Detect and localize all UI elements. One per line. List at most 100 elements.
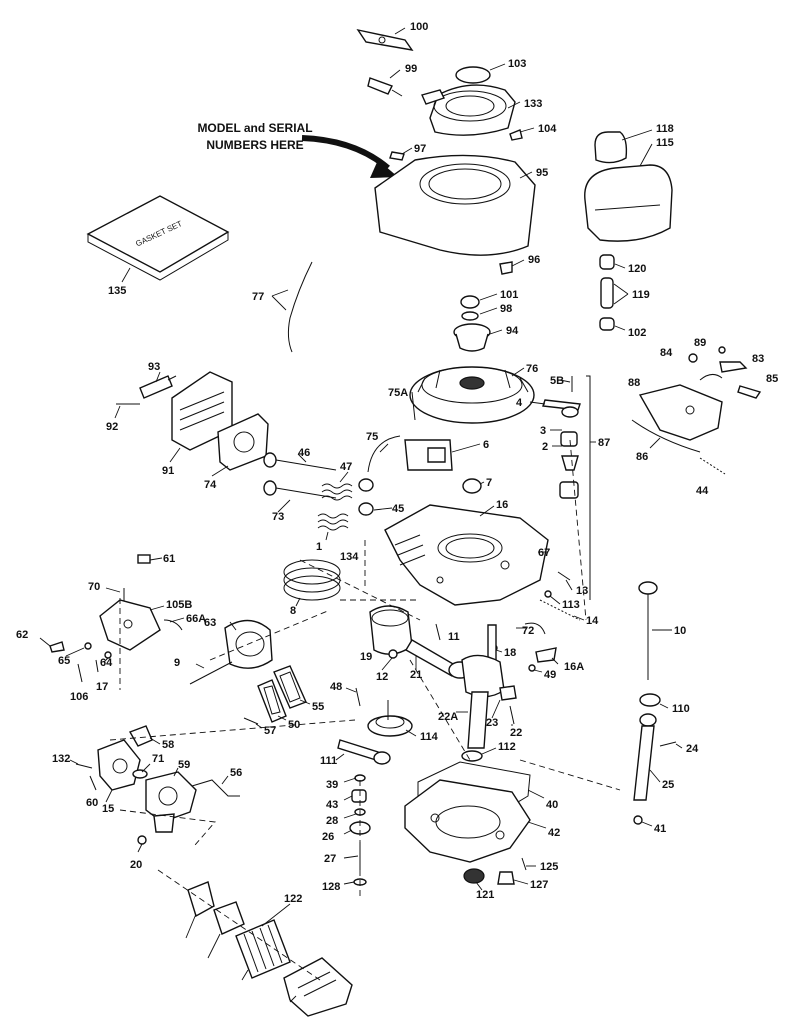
- callout-86: 44: [696, 485, 709, 497]
- part-58-gasket: [132, 769, 148, 779]
- callout-47: 45: [392, 503, 404, 515]
- callout-93: 92: [106, 421, 118, 433]
- callout-7: 16: [496, 499, 508, 511]
- callout-57: 132: [52, 753, 70, 765]
- callout-43: 128: [322, 881, 340, 893]
- part-56-intake-elbow: [97, 739, 141, 791]
- part-75-armature: [404, 439, 453, 471]
- callout-24: 40: [546, 799, 558, 811]
- part-8-washer: [544, 590, 552, 598]
- part-64-screw: [95, 659, 99, 673]
- callout-15: 22A: [438, 711, 458, 723]
- part-77-ground-wire: [287, 261, 313, 353]
- callout-55: 58: [162, 739, 174, 751]
- callout-46-lower: 1: [316, 541, 322, 553]
- callout-12: 49: [544, 669, 556, 681]
- part-59-screw: [89, 775, 97, 791]
- callout-20: 22: [510, 727, 522, 739]
- callout-77: 77: [252, 291, 264, 303]
- callout-40: 43: [326, 799, 338, 811]
- callout-42: 26: [322, 831, 334, 843]
- part-46-valve-spring: [317, 483, 353, 531]
- part-85-link: [631, 419, 701, 453]
- part-66a-primer: [49, 641, 65, 653]
- callout-1: 67: [538, 547, 550, 559]
- callout-50: 57: [264, 725, 276, 737]
- callout-102: 101: [500, 289, 518, 301]
- part-96-screw: [499, 261, 513, 275]
- callout-66a: 62: [16, 629, 28, 641]
- annotation-arrow: [301, 135, 390, 171]
- part-60-bolt: [137, 835, 147, 845]
- callout-45: 73: [272, 511, 284, 523]
- callout-65: 106: [70, 691, 88, 703]
- part-103-disc: [455, 66, 491, 84]
- part-47-retainer: [358, 478, 374, 516]
- part-135-gasket-set: GASKET SET: [86, 195, 230, 281]
- callout-6: 5B: [550, 375, 564, 387]
- callout-99: 99: [405, 63, 417, 75]
- callout-83: 88: [628, 377, 640, 389]
- callout-16a: 19: [360, 651, 372, 663]
- part-119-fuel-line: [599, 254, 615, 331]
- callout-105b: 63: [204, 617, 216, 629]
- callout-48: 55: [312, 701, 324, 713]
- callout-16-upper: 134: [340, 551, 359, 563]
- callout-3: 2: [542, 441, 548, 453]
- callout-17: 8: [290, 605, 296, 617]
- callout-8: 113: [562, 599, 580, 611]
- callout-18: 12: [376, 671, 388, 683]
- callout-46-upper: 47: [340, 461, 352, 473]
- part-99-grip: [367, 77, 403, 97]
- callout-56: 15: [102, 803, 114, 815]
- part-3-valve: [561, 455, 579, 471]
- callout-96: 96: [528, 254, 540, 266]
- part-40-bushing: [351, 789, 367, 803]
- part-7-seal: [559, 481, 579, 499]
- part-23-camshaft: [337, 739, 391, 765]
- part-63-clip: [84, 642, 92, 650]
- callout-71: 56: [230, 767, 242, 779]
- part-3-spring: [560, 431, 578, 447]
- callout-72: 18: [504, 647, 516, 659]
- callout-26: 127: [530, 879, 548, 891]
- callout-10: 72: [522, 625, 534, 637]
- part-122-precleaner: [283, 957, 353, 1017]
- part-12-screw: [528, 664, 536, 672]
- callout-106: 9: [174, 657, 180, 669]
- callout-119: 119: [632, 289, 650, 301]
- callout-135: 135: [108, 285, 126, 297]
- callout-134: 61: [163, 553, 175, 565]
- callout-27: 121: [476, 889, 494, 901]
- callout-11: 16A: [564, 661, 584, 673]
- part-2-bracket: [586, 375, 591, 600]
- callout-132: 59: [178, 759, 190, 771]
- part-70-link: [163, 619, 183, 631]
- callout-23: 111: [320, 755, 337, 767]
- callout-58: 71: [152, 753, 164, 765]
- part-10-link: [524, 622, 546, 635]
- callout-133: 133: [524, 98, 542, 110]
- part-61-carburetor-plate: [99, 599, 161, 651]
- callout-118: 118: [656, 123, 674, 135]
- callout-110: 41: [654, 823, 666, 835]
- callout-59: 60: [86, 797, 98, 809]
- callout-103: 103: [508, 58, 526, 70]
- callout-67: 70: [88, 581, 100, 593]
- part-16-piston: [369, 605, 413, 655]
- part-134-plate: [137, 554, 151, 564]
- callout-4: 3: [540, 425, 546, 437]
- callout-104: 104: [538, 123, 557, 135]
- part-111-dipstick-tube: [633, 713, 657, 801]
- callout-44: 46: [298, 447, 310, 459]
- callout-85: 86: [636, 451, 648, 463]
- callout-75a: 75: [366, 431, 378, 443]
- part-4-spring: [561, 406, 579, 418]
- callout-91: 74: [204, 479, 217, 491]
- callout-13: 14: [586, 615, 599, 627]
- callout-128: 122: [284, 893, 302, 905]
- callout-111: 25: [662, 779, 674, 791]
- part-65-screw: [77, 663, 83, 683]
- part-89-screw: [688, 353, 698, 363]
